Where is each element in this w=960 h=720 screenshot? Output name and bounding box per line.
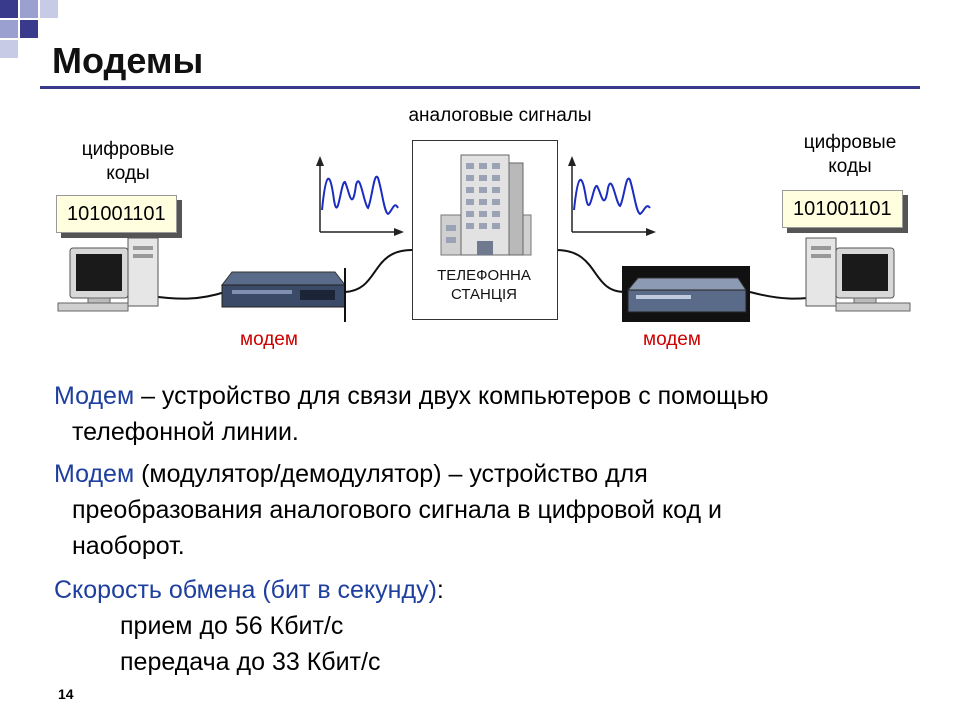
office-building-icon bbox=[440, 154, 532, 256]
paragraph-modem-modulator: Модем (модулятор/демодулятор) – устройст… bbox=[54, 456, 722, 564]
paragraph-modem-definition: Модем – устройство для связи двух компью… bbox=[54, 378, 769, 450]
right-modem-label: модем bbox=[643, 329, 701, 350]
p2-continuation-1: преобразования аналогового сигнала в циф… bbox=[72, 496, 723, 524]
right-digital-codes-label: цифровые коды bbox=[803, 132, 897, 177]
left-code-box: 101001101 bbox=[56, 195, 177, 233]
right-code-box: 101001101 bbox=[782, 190, 903, 228]
analog-signals-label: аналоговые сигналы bbox=[408, 105, 592, 126]
right-modem-icon bbox=[622, 266, 750, 322]
right-phone-line bbox=[555, 249, 626, 293]
p1-continuation: телефонной линии. bbox=[72, 418, 299, 446]
p3-colon: : bbox=[436, 576, 444, 604]
page-title: Модемы bbox=[52, 40, 204, 81]
left-cable bbox=[149, 291, 226, 300]
page-number: 14 bbox=[58, 686, 74, 702]
title-divider bbox=[40, 86, 920, 89]
left-analog-wave-chart bbox=[316, 156, 404, 236]
send-speed: передача до 33 Кбит/с bbox=[120, 648, 381, 676]
p1-text: – устройство для связи двух компьютеров … bbox=[134, 382, 769, 410]
left-modem-icon bbox=[220, 268, 347, 322]
left-digital-codes-label: цифровые коды bbox=[81, 139, 175, 184]
station-label: ТЕЛЕФОННА СТАНЦІЯ bbox=[437, 267, 531, 303]
p2-continuation-2: наоборот. bbox=[72, 532, 185, 560]
right-analog-wave-chart bbox=[568, 156, 656, 236]
left-phone-line bbox=[344, 249, 413, 293]
term-modem-2: Модем bbox=[54, 460, 135, 488]
left-computer-icon bbox=[57, 237, 159, 312]
right-computer-icon bbox=[805, 237, 911, 312]
corner-decoration bbox=[0, 0, 58, 58]
term-modem: Модем bbox=[54, 382, 135, 410]
paragraph-speed: Скорость обмена (бит в секунду): bbox=[54, 572, 444, 608]
receive-speed: прием до 56 Кбит/с bbox=[120, 612, 344, 640]
p2-text: (модулятор/демодулятор) – устройство для bbox=[134, 460, 648, 488]
telephone-station-box bbox=[412, 140, 558, 320]
left-modem-label: модем bbox=[240, 329, 298, 350]
term-speed: Скорость обмена (бит в секунду) bbox=[54, 576, 437, 604]
modem-diagram bbox=[57, 156, 911, 322]
